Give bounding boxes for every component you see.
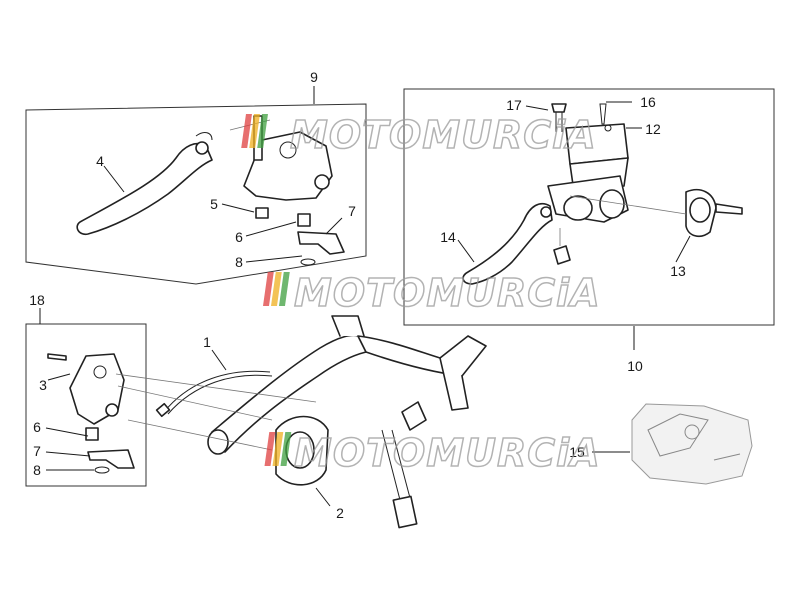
watermark-text: MOTOMURCiA bbox=[294, 431, 601, 475]
callout-13: 13 bbox=[670, 263, 686, 279]
leader-lines bbox=[39, 86, 691, 507]
master-cylinder bbox=[547, 103, 629, 223]
left-lever-bracket bbox=[243, 115, 345, 266]
callout-7a: 7 bbox=[348, 203, 356, 219]
callout-9: 9 bbox=[310, 69, 318, 85]
group-9-frame bbox=[25, 103, 367, 285]
watermark-text: MOTOMURCiA bbox=[290, 113, 597, 157]
callout-10: 10 bbox=[627, 358, 643, 374]
callout-7b: 7 bbox=[33, 443, 41, 459]
callout-5: 5 bbox=[210, 196, 218, 212]
callout-4: 4 bbox=[96, 153, 104, 169]
callout-14: 14 bbox=[440, 229, 456, 245]
callout-2: 2 bbox=[336, 505, 344, 521]
callout-labels: 9 4 5 6 8 7 17 16 12 14 13 10 18 3 6 7 8… bbox=[29, 69, 686, 521]
brake-lever bbox=[462, 202, 571, 285]
switch-housing-15 bbox=[631, 403, 753, 485]
group-10-frame bbox=[403, 88, 775, 326]
callout-8a: 8 bbox=[235, 254, 243, 270]
callout-1: 1 bbox=[203, 334, 211, 350]
callout-6b: 6 bbox=[33, 419, 41, 435]
callout-18: 18 bbox=[29, 292, 45, 308]
group-18-frame bbox=[25, 323, 147, 487]
handlebar bbox=[207, 315, 487, 529]
left-lever bbox=[76, 132, 213, 236]
clutch-cable bbox=[155, 370, 273, 418]
mirror-clamp bbox=[685, 188, 743, 238]
callout-8b: 8 bbox=[33, 462, 41, 478]
callout-17: 17 bbox=[506, 97, 522, 113]
callout-12: 12 bbox=[645, 121, 661, 137]
callout-6a: 6 bbox=[235, 229, 243, 245]
callout-3: 3 bbox=[39, 377, 47, 393]
watermark-top: MOTOMURCiA bbox=[241, 112, 597, 158]
group-18-bracket bbox=[47, 353, 135, 474]
callout-16: 16 bbox=[640, 94, 656, 110]
watermark-text: MOTOMURCiA bbox=[294, 271, 601, 315]
callout-15: 15 bbox=[569, 444, 585, 460]
watermark-middle: MOTOMURCiA bbox=[262, 270, 601, 316]
watermark-bottom: MOTOMURCiA bbox=[264, 430, 601, 476]
